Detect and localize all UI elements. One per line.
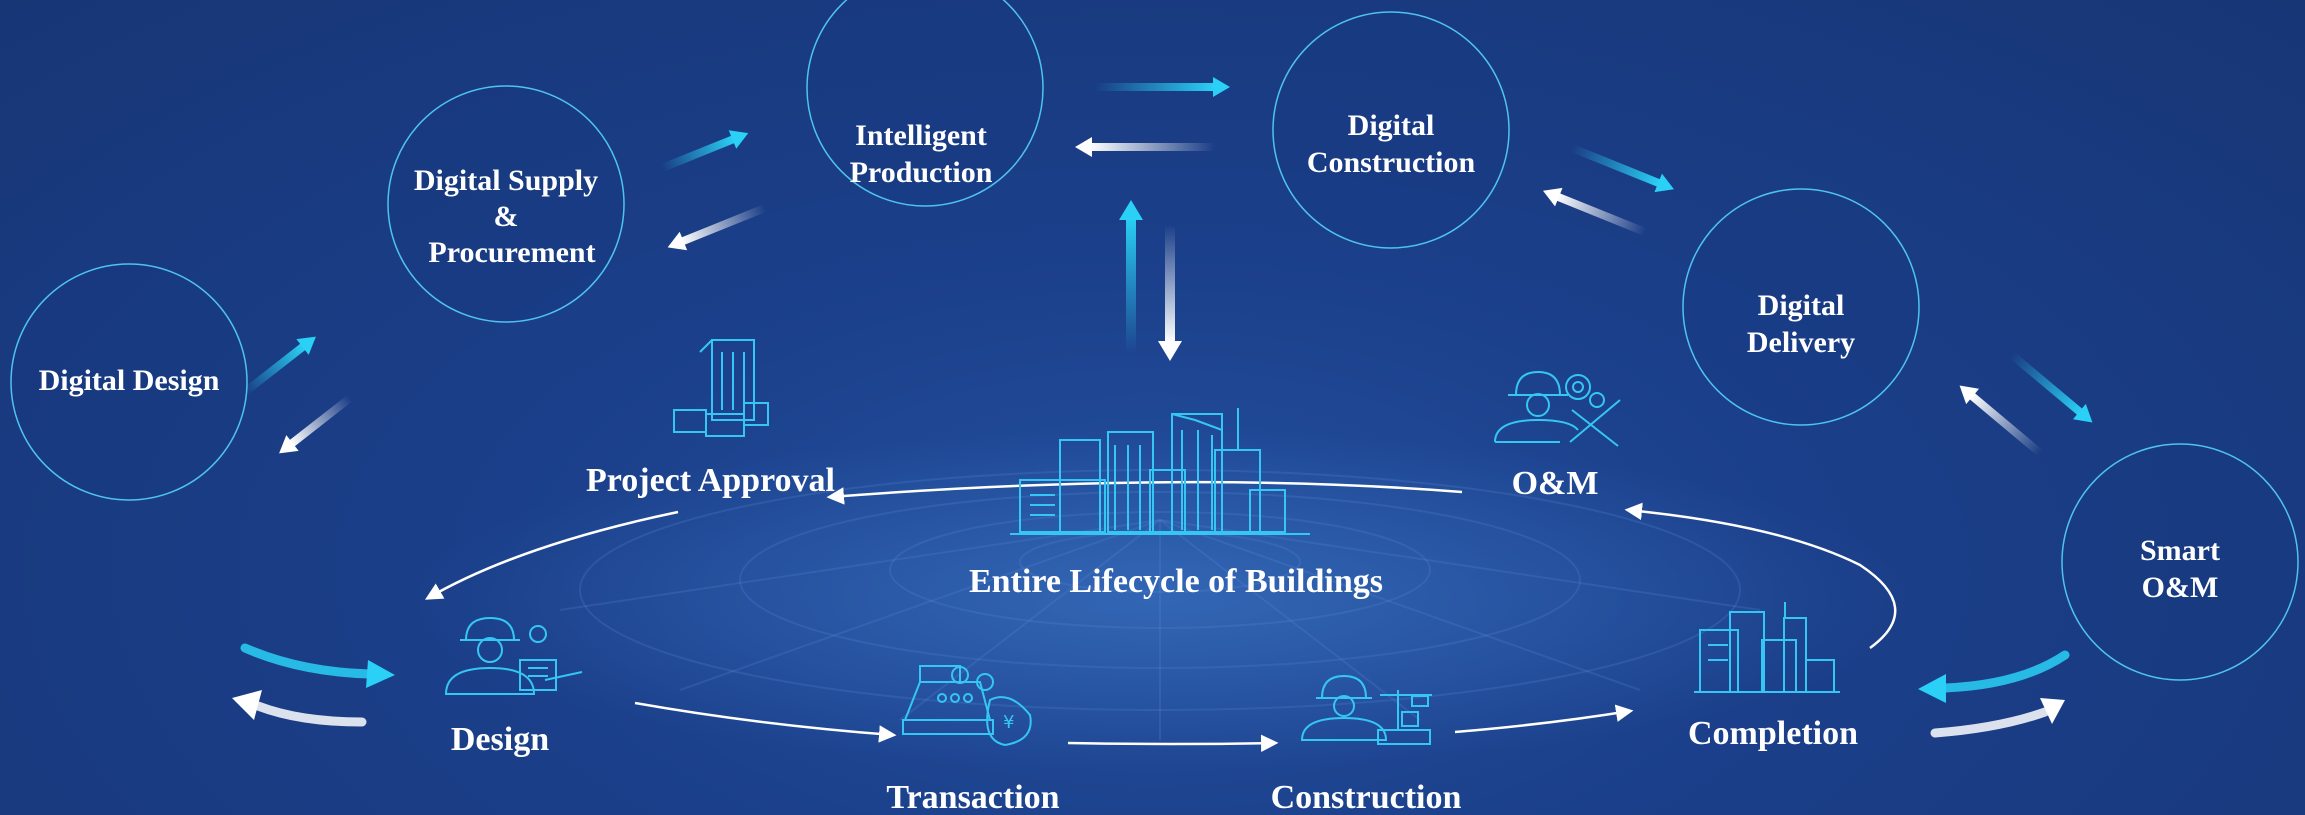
arrow-construction-to-production xyxy=(1075,137,1215,157)
designer-worker-icon xyxy=(444,616,583,695)
construction-worker-crane-icon xyxy=(1300,674,1432,745)
loop-completion-to-om xyxy=(1624,502,1897,650)
phase-construction: Construction xyxy=(1271,779,1462,815)
node-digital-design-label: Digital Design xyxy=(39,364,220,397)
phase-transaction: Transaction xyxy=(886,779,1059,815)
office-buildings-icon xyxy=(673,339,769,437)
perspective-grid xyxy=(410,430,1910,770)
arrow-design-to-supply xyxy=(242,336,316,396)
arrow-supply-to-production xyxy=(660,130,749,172)
node-intelligent-production-line1: Intelligent xyxy=(855,119,987,152)
lifecycle-loop xyxy=(424,480,1897,753)
cash-register-icon: ¥ xyxy=(902,665,1032,747)
node-smart-om: Smart O&M xyxy=(2061,443,2299,681)
arrow-delivery-to-om xyxy=(2009,351,2093,423)
maintenance-worker-icon xyxy=(1494,370,1621,447)
phase-project-approval: Project Approval xyxy=(586,462,835,499)
arrow-supply-to-design xyxy=(279,394,353,454)
loop-transaction-to-construction xyxy=(1067,734,1279,753)
arrow-delivery-to-construction xyxy=(1543,187,1647,236)
node-digital-delivery-line2: Delivery xyxy=(1747,326,1855,359)
svg-text:¥: ¥ xyxy=(1003,712,1014,733)
node-intelligent-production-line2: Production xyxy=(850,156,993,189)
node-digital-supply-line1: Digital Supply xyxy=(414,164,598,197)
arrow-production-to-construction xyxy=(1095,77,1230,97)
node-smart-om-line1: Smart xyxy=(2140,534,2220,567)
node-digital-supply: Digital Supply & Procurement xyxy=(387,85,625,323)
node-digital-construction-line2: Construction xyxy=(1307,146,1476,179)
loop-construction-to-completion xyxy=(1454,704,1634,734)
loop-om-to-approval xyxy=(826,480,1463,505)
node-digital-delivery: Digital Delivery xyxy=(1682,188,1920,426)
city-buildings-icon xyxy=(1694,602,1840,693)
arrow-digital-design-to-design xyxy=(240,643,375,679)
node-digital-construction: Digital Construction xyxy=(1272,11,1510,249)
arrowhead-white xyxy=(2040,698,2065,724)
arrow-center-to-production xyxy=(1119,200,1143,352)
node-digital-delivery-line1: Digital xyxy=(1758,289,1845,322)
arrowhead-cyan xyxy=(1918,674,1946,703)
arrow-production-to-supply xyxy=(667,204,767,251)
phase-completion: Completion xyxy=(1688,715,1858,752)
loop-approval-to-design xyxy=(424,510,679,600)
city-skyline-icon xyxy=(1010,408,1310,535)
arrow-om-to-delivery xyxy=(1959,385,2043,457)
arrowhead-white xyxy=(232,690,262,720)
node-digital-design: Digital Design xyxy=(10,263,248,501)
arrow-completion-to-smart-om xyxy=(1930,707,2050,738)
arrow-design-to-digital-design xyxy=(253,701,367,727)
node-digital-construction-line1: Digital xyxy=(1348,109,1435,142)
arrow-production-to-center xyxy=(1158,225,1182,361)
node-digital-supply-line3: Procurement xyxy=(428,236,595,269)
loop-design-to-transaction xyxy=(634,701,897,743)
center-title: Entire Lifecycle of Buildings xyxy=(969,563,1383,600)
arrow-smart-om-to-completion xyxy=(1940,650,2070,693)
node-digital-supply-line2: & xyxy=(494,200,519,233)
phase-om: O&M xyxy=(1512,465,1599,502)
phase-design: Design xyxy=(451,721,549,758)
node-intelligent-production: Intelligent Production xyxy=(806,0,1044,207)
outer-arrows xyxy=(232,77,2093,738)
arrow-construction-to-delivery xyxy=(1570,144,1674,193)
arrowhead-cyan xyxy=(366,660,395,688)
node-smart-om-line2: O&M xyxy=(2142,571,2219,604)
